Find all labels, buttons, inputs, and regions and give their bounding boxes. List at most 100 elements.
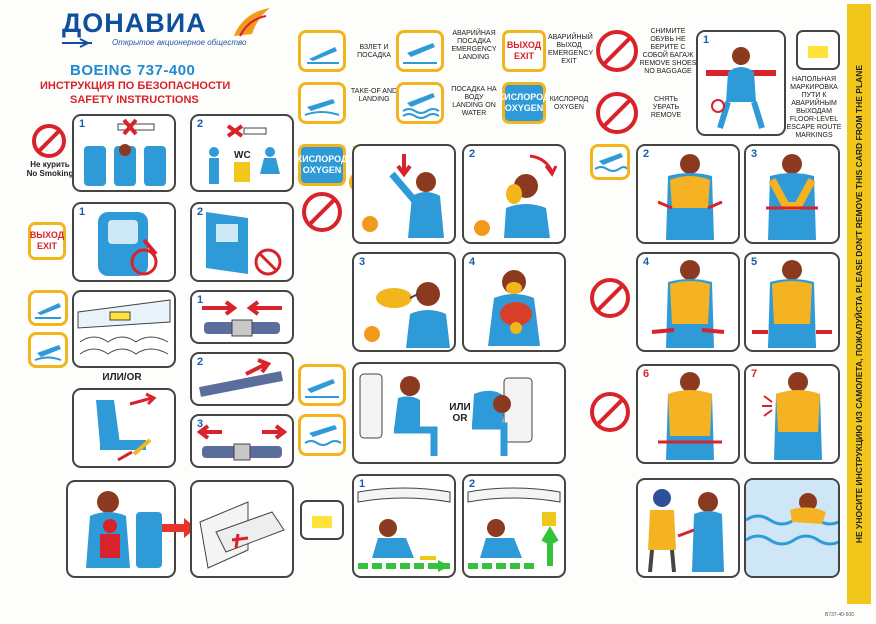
aircraft-model: BOEING 737-400 xyxy=(70,62,196,79)
floor-marking-sample-mid xyxy=(300,500,344,540)
step-number: 7 xyxy=(751,368,758,380)
lifevest-step-4: 4 xyxy=(636,252,740,352)
step-number: 2 xyxy=(469,478,476,490)
child-seat-panel xyxy=(66,480,176,578)
no-inflate-icon xyxy=(590,392,630,432)
water-floating-panel xyxy=(744,478,840,578)
water-icon-right xyxy=(590,144,630,180)
no-smoking-wc-panel: 2 WC xyxy=(190,114,294,192)
wc-label: WC xyxy=(234,150,251,161)
evacuation-step-1: 1 xyxy=(352,474,456,578)
lifevest-step-7: 7 xyxy=(744,364,840,464)
shoes-legend-ru: СНИМИТЕ ОБУВЬ НЕ БЕРИТЕ С СОБОЙ БАГАЖ xyxy=(642,28,694,59)
remove-legend-en: REMOVE xyxy=(650,112,682,119)
step-number: 1 xyxy=(359,478,366,490)
no-smoking-en: No Smoking xyxy=(26,169,74,178)
seat-recline-panel xyxy=(72,388,176,468)
brace-position-panel: ИЛИ OR xyxy=(352,362,566,464)
exit-badge-left-ru: ВЫХОД xyxy=(29,230,65,240)
seatbelt-step-1: 1 xyxy=(190,290,294,344)
step-number: 4 xyxy=(469,256,476,268)
seatbelt-step-3: 3 xyxy=(190,414,294,468)
oxygen-badge-mid-en: OXYGEN xyxy=(302,165,342,175)
no-smoking-oxygen-icon xyxy=(302,192,342,232)
bird-logo-icon xyxy=(234,8,270,37)
overhead-light-panel xyxy=(72,290,176,368)
water-landing-legend-icon xyxy=(396,82,444,124)
water-legend-ru: ПОСАДКА НА ВОДУ xyxy=(451,86,497,101)
oxygen-legend-ru: КИСЛОРОД xyxy=(549,96,589,103)
exit-badge-en: EXIT xyxy=(513,51,534,61)
exit-door-step-1: 1 xyxy=(72,202,176,282)
floor-legend-ru: НАПОЛЬНАЯ МАРКИРОВКА ПУТИ К АВАРИЙНЫМ ВЫ… xyxy=(790,76,838,115)
step-number: 1 xyxy=(197,294,204,306)
exit-badge-left-en: EXIT xyxy=(36,241,57,251)
takeoff-legend-icon xyxy=(298,30,346,72)
step-number: 2 xyxy=(197,356,204,368)
exit-badge-ru: ВЫХОД xyxy=(506,40,542,50)
emergency-legend-ru: АВАРИЙНАЯ ПОСАДКА xyxy=(452,30,496,45)
oxygen-step-2: 2 xyxy=(462,144,566,244)
step-number: 2 xyxy=(197,206,204,218)
exit-row-panel: 1 xyxy=(696,30,786,136)
title-en: SAFETY INSTRUCTIONS xyxy=(70,94,199,106)
no-smoking-icon xyxy=(32,124,66,158)
lifevest-step-3: 3 xyxy=(744,144,840,244)
plane-mark-icon xyxy=(62,38,92,48)
oxygen-badge-en: OXYGEN xyxy=(504,103,544,113)
step-number: 4 xyxy=(643,256,650,268)
brace-or-en: OR xyxy=(452,413,468,424)
water-icon-mid xyxy=(298,414,346,456)
takeoff-legend-ru: ВЗЛЕТ И ПОСАДКА xyxy=(357,44,391,59)
oxygen-step-4: 4 xyxy=(462,252,566,352)
airline-logo: ДОНАВИА Открытое акционерное общество xyxy=(62,8,262,54)
airline-name: ДОНАВИА xyxy=(62,8,207,38)
step-number: 1 xyxy=(79,206,86,218)
step-number: 5 xyxy=(751,256,758,268)
exit-legend-ru: АВАРИЙНЫЙ ВЫХОД xyxy=(548,34,593,49)
emergency-legend-en: EMERGENCY LANDING xyxy=(451,46,497,61)
card-code: B737-40-500 xyxy=(825,612,854,618)
shoes-legend-en: REMOVE SHOES NO BAGGAGE xyxy=(639,60,697,75)
airline-subtitle: Открытое акционерное общество xyxy=(112,38,247,47)
oxygen-step-1 xyxy=(352,144,456,244)
oxygen-badge-ru: КИСЛОРОД xyxy=(498,92,550,102)
child-lifevest-panel xyxy=(636,478,740,578)
step-number: 2 xyxy=(197,118,204,130)
no-baggage-icon xyxy=(596,30,638,72)
oxygen-badge-mid-ru: КИСЛОРОД xyxy=(296,154,348,164)
remove-legend-ru: СНЯТЬ УБРАТЬ xyxy=(652,96,680,111)
step-number: 3 xyxy=(359,256,366,268)
emergency-legend-icon xyxy=(396,30,444,72)
exit-door-step-2: 2 xyxy=(190,202,294,282)
step-number: 2 xyxy=(469,148,476,160)
floor-legend-en: FLOOR-LEVEL ESCAPE ROUTE MARKINGS xyxy=(786,116,842,139)
exit-legend-en: EMERGENCY EXIT xyxy=(548,50,594,65)
title-ru: ИНСТРУКЦИЯ ПО БЕЗОПАСНОСТИ xyxy=(40,80,231,92)
lifevest-step-2: 2 xyxy=(636,144,740,244)
lifevest-step-6: 6 xyxy=(636,364,740,464)
oxygen-step-3: 3 xyxy=(352,252,456,352)
step-number: 1 xyxy=(703,34,710,46)
side-notice-text: НЕ УНОСИТЕ ИНСТРУКЦИЮ ИЗ САМОЛЕТА, ПОЖАЛ… xyxy=(854,64,865,544)
step-number: 2 xyxy=(643,148,650,160)
takeoff-legend-en: TAKE-OF AND LANDING xyxy=(350,88,398,103)
takeoff-icon-left xyxy=(28,290,68,326)
step-number: 6 xyxy=(643,368,650,380)
no-smoking-ru: Не курить xyxy=(30,160,70,169)
emergency-landing-legend-icon xyxy=(298,82,346,124)
no-baggage-icon-right xyxy=(590,278,630,318)
evacuation-step-2: 2 xyxy=(462,474,566,578)
water-legend-en: LANDING ON WATER xyxy=(452,102,496,117)
remove-items-icon xyxy=(596,92,638,134)
emergency-icon-mid xyxy=(298,364,346,406)
oxygen-legend-en: OXYGEN xyxy=(554,104,584,111)
brace-or-ru: ИЛИ xyxy=(449,402,471,413)
emergency-icon-left xyxy=(28,332,68,368)
step-number: 1 xyxy=(79,118,86,130)
